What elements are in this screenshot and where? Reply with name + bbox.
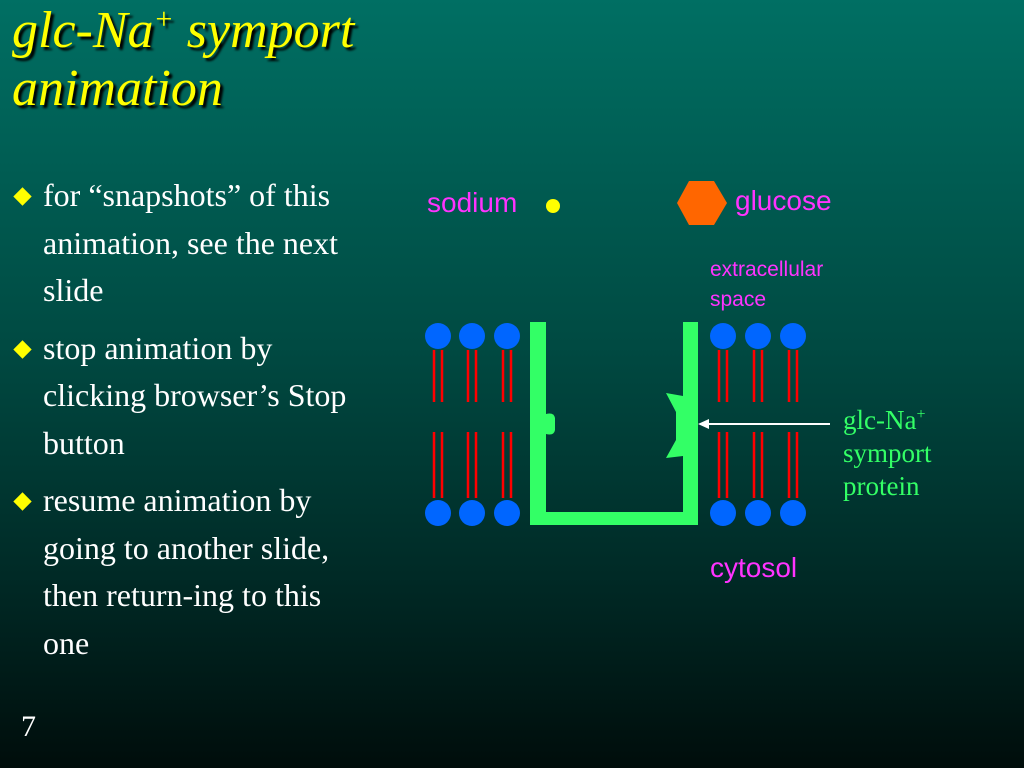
lipid-head xyxy=(745,323,771,349)
bullet-text: stop animation by clicking browser’s Sto… xyxy=(43,329,347,461)
bullet-list: for “snapshots” of this animation, see t… xyxy=(10,172,370,677)
phospholipid xyxy=(745,323,771,526)
slide-number: 7 xyxy=(21,710,36,743)
bullet-item: for “snapshots” of this animation, see t… xyxy=(10,172,370,315)
protein-label-line1: glc-Na+ xyxy=(843,405,926,435)
glucose-label: glucose xyxy=(735,185,832,216)
sodium-label: sodium xyxy=(427,187,517,218)
protein-label-line3: protein xyxy=(843,471,920,501)
protein-label-superscript: + xyxy=(916,406,926,423)
lipid-head xyxy=(780,323,806,349)
lipid-head xyxy=(459,323,485,349)
sodium-icon xyxy=(546,199,560,213)
sodium-binding-site xyxy=(546,413,555,435)
title-line2: animation xyxy=(12,60,223,117)
symport-protein-body xyxy=(530,322,698,525)
bullet-item: resume animation by going to another sli… xyxy=(10,477,370,667)
lipid-head xyxy=(780,500,806,526)
lipid-head xyxy=(710,500,736,526)
arrowhead-icon xyxy=(698,419,709,429)
phospholipid xyxy=(710,323,736,526)
title-suffix: symport xyxy=(173,2,355,59)
phospholipid xyxy=(494,323,520,526)
lipid-head xyxy=(425,500,451,526)
title-line1: glc-Na+ symport xyxy=(12,2,354,59)
phospholipid xyxy=(459,323,485,526)
bullet-text: for “snapshots” of this animation, see t… xyxy=(43,177,339,308)
lipid-head xyxy=(745,500,771,526)
title-prefix: glc-Na xyxy=(12,2,154,59)
protein-label-line2: symport xyxy=(843,438,932,468)
bullet-text: resume animation by going to another sli… xyxy=(43,482,330,661)
lipid-head xyxy=(459,500,485,526)
phospholipid xyxy=(780,323,806,526)
protein-label: glc-Na+ symport protein xyxy=(843,404,932,503)
phospholipid xyxy=(425,323,451,526)
lipid-head xyxy=(710,323,736,349)
slide-title: glc-Na+ symport animation xyxy=(12,2,354,118)
glucose-icon xyxy=(677,181,727,225)
membrane-right xyxy=(710,323,806,526)
extracellular-label-line2: space xyxy=(710,288,766,311)
glucose-binding-site xyxy=(666,393,683,458)
lipid-head xyxy=(425,323,451,349)
protein-label-prefix: glc-Na xyxy=(843,405,917,435)
title-superscript: + xyxy=(153,2,174,36)
extracellular-label-line1: extracellular xyxy=(710,258,823,281)
lipid-head xyxy=(494,500,520,526)
membrane-left xyxy=(425,323,520,526)
bullet-item: stop animation by clicking browser’s Sto… xyxy=(10,325,370,468)
lipid-head xyxy=(494,323,520,349)
cytosol-label: cytosol xyxy=(710,552,797,583)
